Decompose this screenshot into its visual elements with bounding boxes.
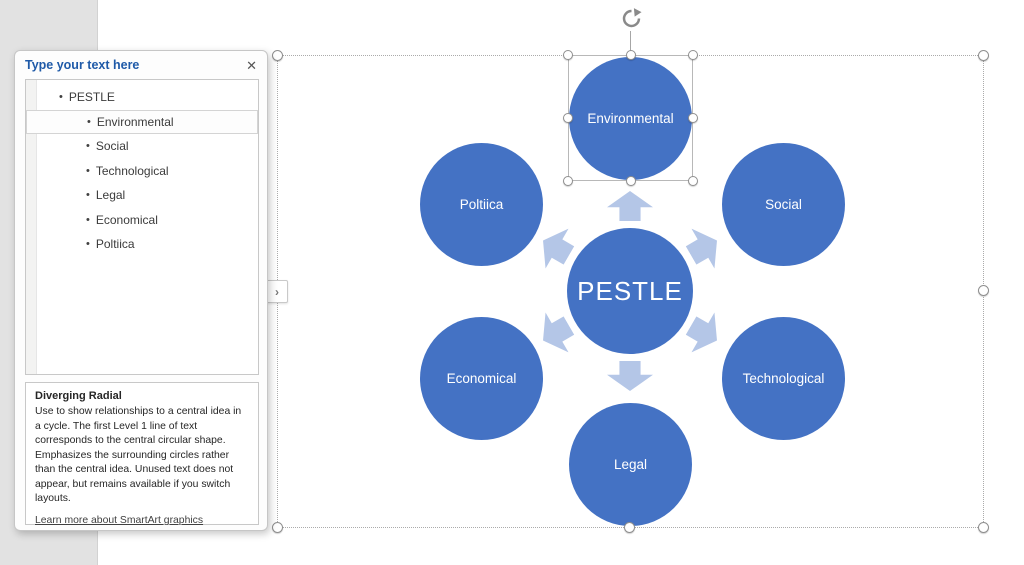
list-gutter — [26, 80, 37, 374]
bullet-icon: • — [86, 238, 90, 251]
text-pane-title: Type your text here — [25, 58, 140, 72]
text-pane-toggle-button[interactable]: › — [266, 280, 288, 303]
outline-item-poltiica[interactable]: • Poltiica — [26, 232, 258, 257]
resize-handle-bottom-left[interactable] — [563, 176, 573, 186]
node-label: Economical — [446, 371, 517, 386]
outline-item-social[interactable]: • Social — [26, 134, 258, 159]
frame-handle-bottom[interactable] — [624, 522, 635, 533]
resize-handle-top-left[interactable] — [563, 50, 573, 60]
text-pane: Type your text here ✕ • PESTLE • Environ… — [14, 50, 268, 531]
node-label: Technological — [742, 371, 825, 386]
bullet-icon: • — [86, 189, 90, 202]
frame-handle-top-left[interactable] — [272, 50, 283, 61]
node-technological[interactable]: Technological — [722, 317, 845, 440]
node-label: Legal — [613, 457, 648, 472]
outline-item-label: Social — [95, 139, 129, 154]
layout-description-panel: Diverging Radial Use to show relationshi… — [25, 382, 259, 526]
center-node-label: PESTLE — [577, 275, 683, 306]
resize-handle-bottom-right[interactable] — [688, 176, 698, 186]
outline-item-label: Economical — [95, 212, 158, 227]
outline-item-pestle[interactable]: • PESTLE — [26, 85, 258, 110]
resize-handle-top[interactable] — [626, 50, 636, 60]
text-pane-header: Type your text here ✕ — [15, 51, 267, 79]
node-environmental[interactable]: Environmental — [569, 57, 692, 180]
outline-item-label: PESTLE — [68, 90, 115, 105]
center-node-pestle[interactable]: PESTLE — [567, 228, 693, 354]
outline-item-label: Poltiica — [95, 237, 135, 252]
outline-item-environmental[interactable]: • Environmental — [26, 109, 258, 134]
bullet-icon: • — [86, 164, 90, 177]
node-poltiica[interactable]: Poltiica — [420, 143, 543, 266]
resize-handle-top-right[interactable] — [688, 50, 698, 60]
outline-item-legal[interactable]: • Legal — [26, 183, 258, 208]
layout-name: Diverging Radial — [35, 390, 122, 402]
bullet-icon: • — [86, 213, 90, 226]
node-label: Poltiica — [459, 197, 504, 212]
node-legal[interactable]: Legal — [569, 403, 692, 526]
learn-more-link[interactable]: Learn more about SmartArt graphics — [35, 514, 204, 526]
node-label: Social — [765, 197, 802, 212]
layout-description: Use to show relationships to a central i… — [35, 406, 242, 505]
shape-selection-box — [568, 55, 693, 181]
outline-item-label: Legal — [95, 188, 126, 203]
resize-handle-bottom[interactable] — [626, 176, 636, 186]
resize-handle-left[interactable] — [563, 113, 573, 123]
node-social[interactable]: Social — [722, 143, 845, 266]
outline-item-technological[interactable]: • Technological — [26, 159, 258, 184]
bullet-icon: • — [86, 140, 90, 153]
node-economical[interactable]: Economical — [420, 317, 543, 440]
chevron-right-icon: › — [275, 284, 279, 299]
frame-handle-right[interactable] — [978, 285, 989, 296]
rotation-handle-stem — [630, 31, 631, 55]
text-outline-list: • PESTLE • Environmental • Social • Tech… — [25, 79, 259, 375]
bullet-icon: • — [87, 115, 91, 128]
resize-handle-right[interactable] — [688, 113, 698, 123]
bullet-icon: • — [59, 91, 63, 104]
frame-handle-bottom-right[interactable] — [978, 522, 989, 533]
node-label: Environmental — [587, 111, 674, 126]
outline-item-label: Environmental — [96, 114, 174, 129]
close-icon[interactable]: ✕ — [246, 57, 257, 73]
frame-handle-top-right[interactable] — [978, 50, 989, 61]
outline-item-label: Technological — [95, 163, 169, 178]
outline-item-economical[interactable]: • Economical — [26, 208, 258, 233]
frame-handle-bottom-left[interactable] — [272, 522, 283, 533]
rotation-handle-icon[interactable] — [620, 7, 643, 30]
